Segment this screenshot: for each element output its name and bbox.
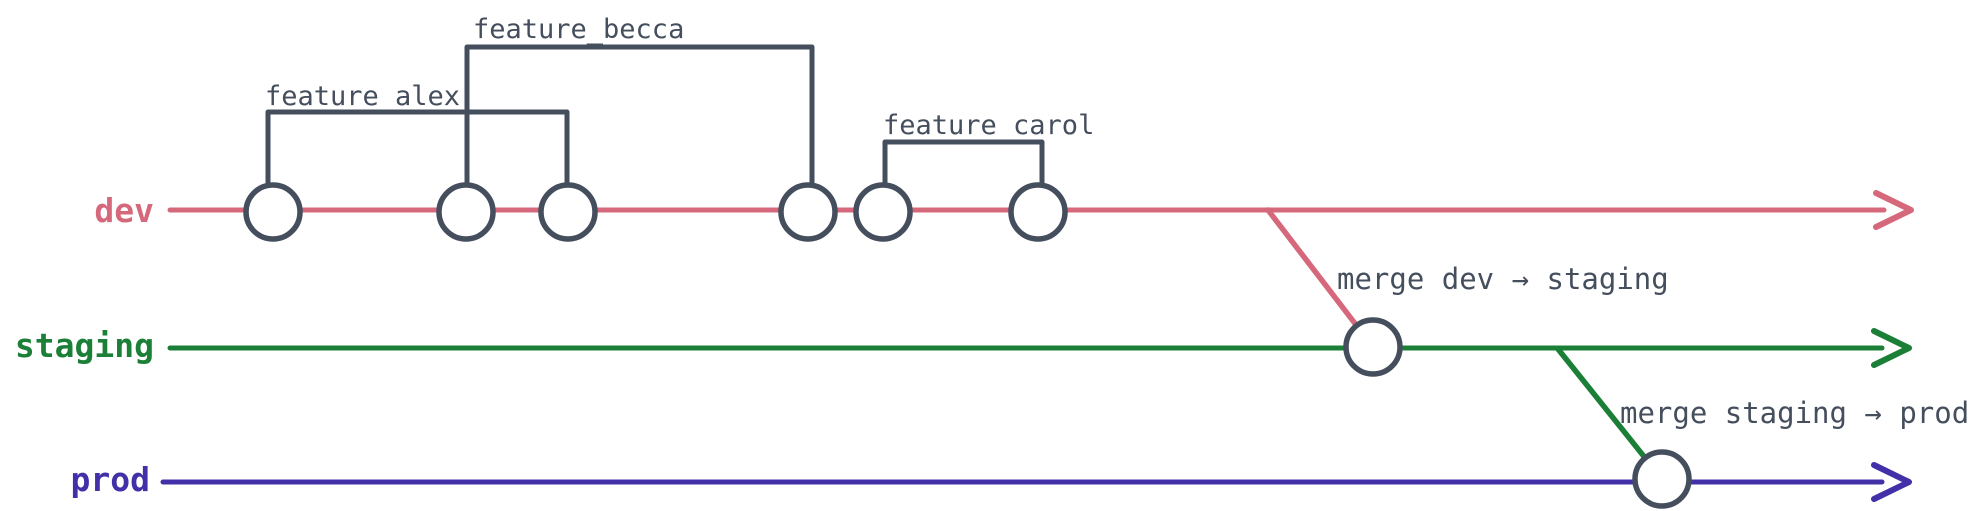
dev-arrowhead-icon xyxy=(1873,190,1914,230)
branch-prod xyxy=(160,462,1912,502)
prod-merge-commit-node xyxy=(1632,449,1692,509)
dev-branch-label: dev xyxy=(94,191,154,230)
staging-merge-commit-node xyxy=(1343,317,1403,377)
prod-arrowhead-icon xyxy=(1871,462,1912,502)
commit-node-6 xyxy=(1008,182,1068,242)
staging-arrowhead-icon xyxy=(1871,328,1912,368)
merge-dev-staging-label: merge dev → staging xyxy=(1337,262,1669,296)
commit-node-1 xyxy=(243,182,303,242)
feature-alex-label: feature_alex xyxy=(265,81,460,112)
feature-carol-label: feature_carol xyxy=(883,110,1094,141)
feature-becca-label: feature_becca xyxy=(473,14,684,45)
commit-node-2 xyxy=(436,182,496,242)
feature-becca-bracket xyxy=(464,44,815,189)
feature-alex-bracket xyxy=(265,109,570,189)
branch-staging xyxy=(167,328,1912,368)
feature-carol-bracket xyxy=(882,139,1045,191)
commit-node-5 xyxy=(853,182,913,242)
commit-node-3 xyxy=(538,182,598,242)
merge-staging-prod-label: merge staging → prod xyxy=(1620,396,1969,430)
staging-branch-label: staging xyxy=(15,326,154,365)
dev-commits xyxy=(243,182,1068,242)
commit-node-4 xyxy=(778,182,838,242)
prod-branch-label: prod xyxy=(71,460,150,499)
